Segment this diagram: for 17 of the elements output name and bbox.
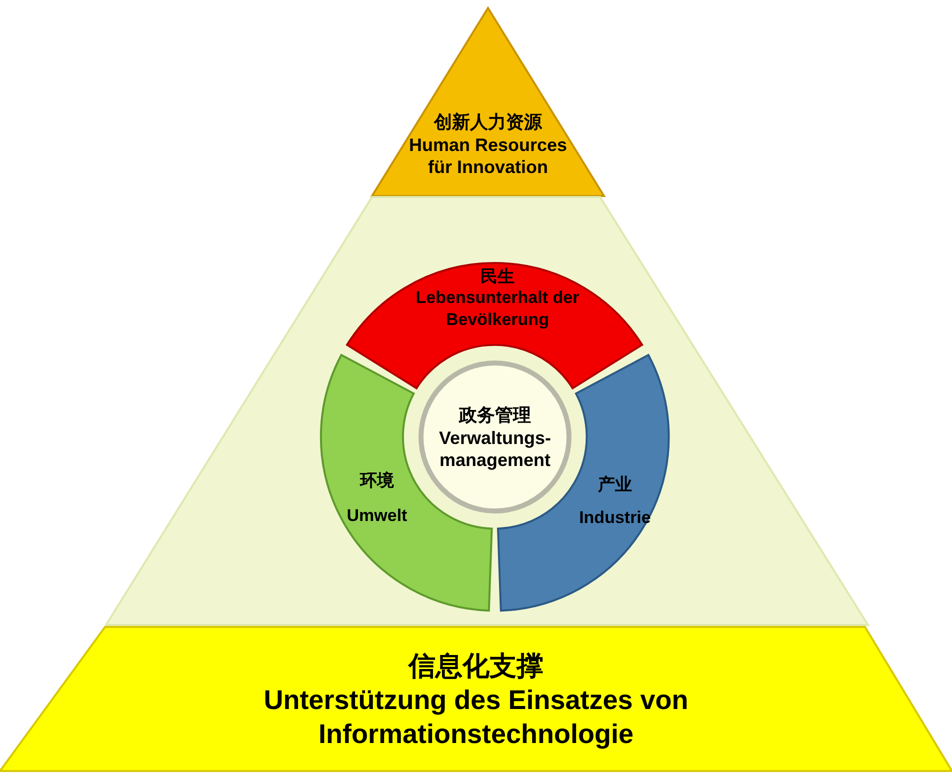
chinese-label: 民生 <box>480 266 514 288</box>
german-label: Unterstützung des Einsatzes von Informationstechnologie <box>262 684 690 751</box>
german-label: Verwaltungs- management <box>438 426 552 472</box>
german-label: Umwelt <box>346 504 408 526</box>
pyramid-top-triangle <box>372 8 604 196</box>
german-label: Human Resources für Innovation <box>408 134 568 179</box>
chinese-label: 信息化支撑 <box>408 650 544 684</box>
ring-segment <box>347 263 643 388</box>
chinese-label: 创新人力资源 <box>434 111 542 134</box>
chinese-label: 政务管理 <box>459 404 531 427</box>
chinese-label: 产业 <box>598 474 632 495</box>
chinese-label: 环境 <box>360 470 394 491</box>
german-label: Lebensunterhalt der Bevölkerung <box>414 287 580 330</box>
pyramid-base-band <box>0 627 952 771</box>
german-label: Industrie <box>579 506 651 528</box>
pyramid-middle-band <box>106 197 868 625</box>
center-circle <box>419 361 571 513</box>
